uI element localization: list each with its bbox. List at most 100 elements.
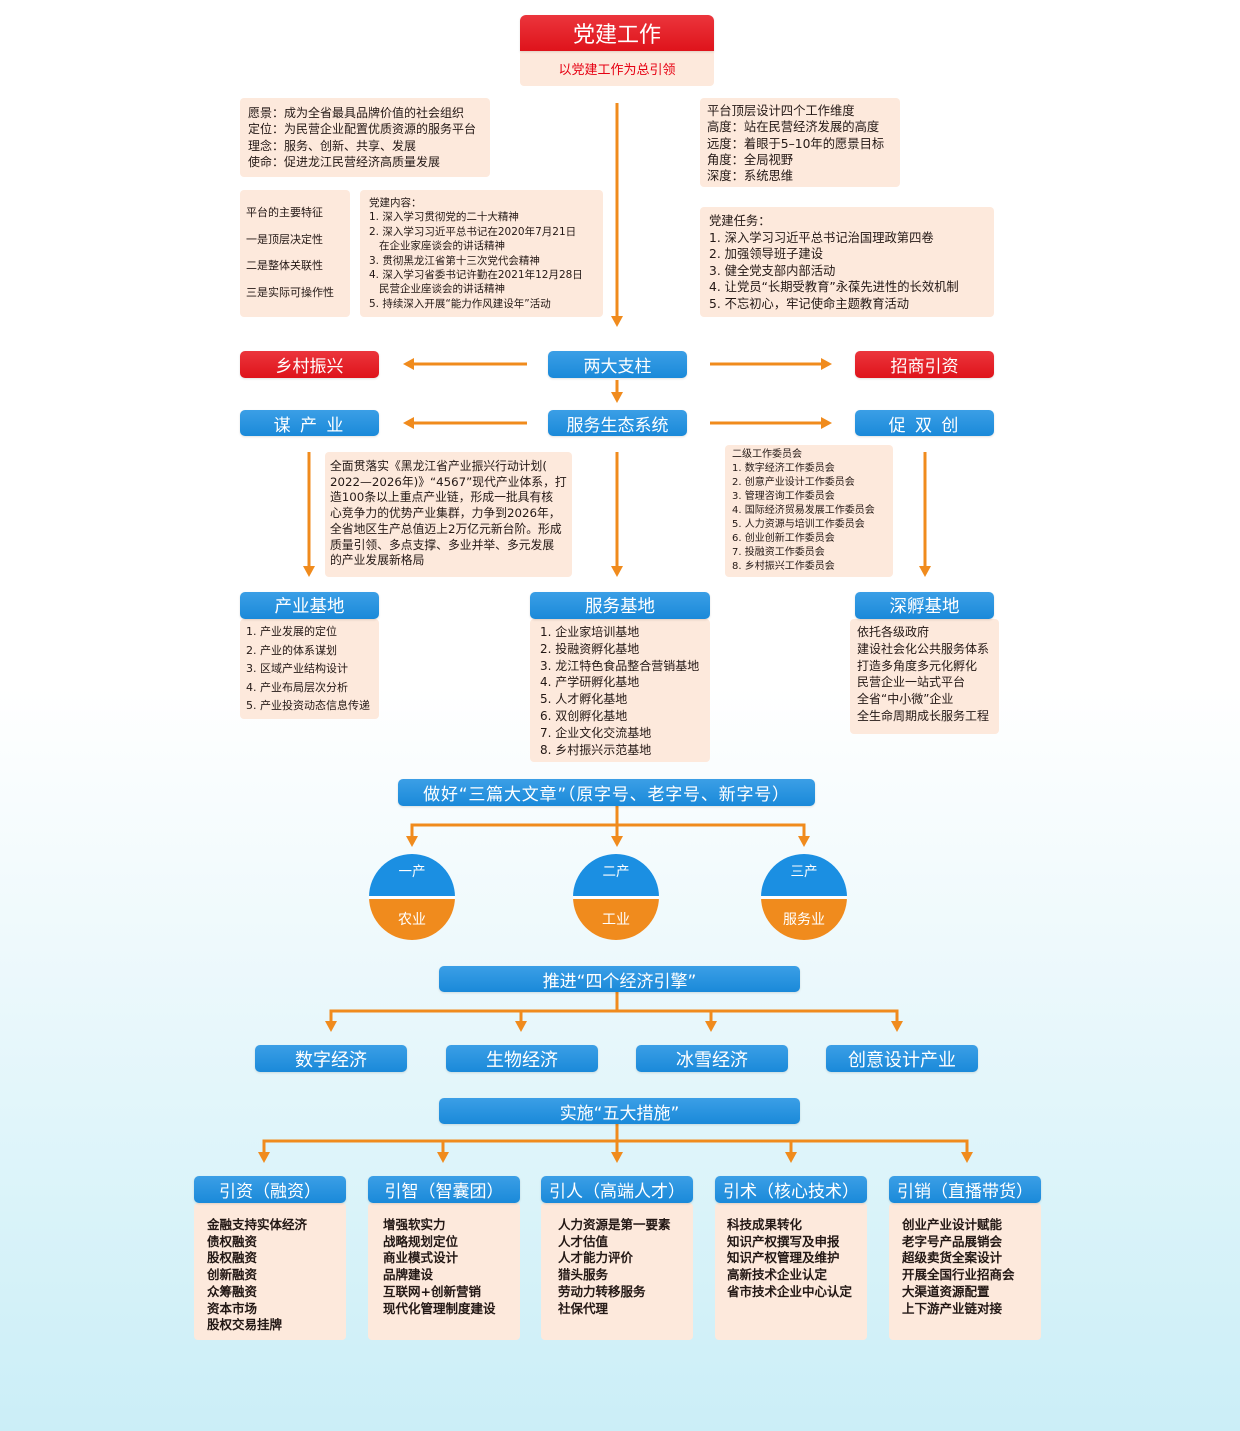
two-pillars-node: 两大支柱 [548,351,687,378]
measure-item: 高新技术企业认定 [727,1267,828,1283]
incubation-base-item: 依托各级政府 [857,625,930,639]
dimension-line: 平台顶层设计四个工作维度 [707,104,855,118]
party-content-line: 2. 深入学习习近平总书记在2020年7月21日 [369,225,577,238]
industry-plan-line: 全省地区生产总值迈上2万亿元新台阶。形成 [330,521,562,536]
committee-line: 4. 国际经济贸易发展工作委员会 [732,505,875,516]
measure-item: 劳动力转移服务 [558,1283,646,1299]
measure-item: 股权融资 [207,1250,258,1266]
measure-item: 人才估值 [558,1233,609,1249]
arrow-head [611,392,623,403]
party-content-line: 党建内容： [369,197,422,209]
incubation-base-item: 建设社会化公共服务体系 [857,641,990,656]
service-ecosystem-node: 服务生态系统 [548,410,687,436]
arrow-head [406,836,418,847]
arrow-head [258,1152,270,1163]
measure-item: 超级卖货全案设计 [902,1250,1003,1266]
measure-item: 知识产权管理及维护 [727,1250,840,1266]
sector-label: 三产 [790,864,818,880]
arrow-head [798,836,810,847]
arrow-head [303,566,315,577]
incubation-base-item: 全生命周期成长服务工程 [857,708,990,723]
service-base-item: 3. 龙江特色食品整合营销基地 [540,658,700,673]
trunk-connector [611,103,623,327]
party-task-line: 5. 不忘初心，牢记使命主题教育活动 [709,296,910,311]
dimension-line: 高度：站在民营经济发展的高度 [707,120,880,135]
measure-item: 人才能力评价 [558,1250,634,1266]
party-content-line: 3. 贯彻黑龙江省第十三次党代会精神 [369,254,540,267]
dimensions-box: 平台顶层设计四个工作维度高度：站在民营经济发展的高度远度：着眼于5–10年的愿景… [700,98,900,187]
measure-item: 创业产业设计赋能 [902,1217,1003,1232]
incubation-base-item: 打造多角度多元化孵化 [857,658,978,673]
three-articles-connectors [406,806,810,847]
measure-item: 品牌建设 [383,1267,434,1283]
measure-intelligence-header: 引智（智囊团） [368,1176,520,1203]
feature-line: 三是实际可操作性 [246,285,334,299]
arrow-head [891,1021,903,1032]
vision-box: 愿景：成为全省最具品牌价值的社会组织定位：为民营企业配置优质资源的服务平台理念：… [240,98,490,177]
engine-digital-economy: 数字经济 [255,1045,407,1072]
incubation-base-item: 全省“中小微”企业 [857,692,954,707]
committee-line: 二级工作委员会 [732,449,802,460]
engine-ice-snow-economy: 冰雪经济 [636,1045,788,1072]
industry-plan-line: 的产业发展新格局 [330,553,425,568]
sector-circle-top: 一产 [369,854,455,896]
measure-capital-header: 引资（融资） [194,1176,346,1203]
arrow-head [611,566,623,577]
measure-sales-header: 引销（直播带货） [889,1176,1041,1203]
committee-line: 7. 投融资工作委员会 [732,547,825,558]
service-base-item: 7. 企业文化交流基地 [540,725,652,740]
investment-attraction-node: 招商引资 [855,351,994,378]
party-task-line: 2. 加强领导班子建设 [709,247,824,262]
industry-base-item: 4. 产业布局层次分析 [246,680,348,694]
service-base-item: 8. 乡村振兴示范基地 [540,742,652,757]
measure-item: 上下游产业链对接 [902,1300,1003,1316]
party-task-line: 3. 健全党支部内部活动 [709,263,836,278]
five-measures-connectors [258,1124,973,1163]
industry-base-header: 产业基地 [240,592,379,619]
three-articles-header: 做好“三篇大文章”（原字号、老字号、新字号） [398,779,815,806]
committee-line: 3. 管理咨询工作委员会 [732,491,835,502]
vision-line: 理念：服务、创新、共享、发展 [248,138,417,153]
arrow-head [821,417,832,429]
party-task-line: 1. 深入学习习近平总书记治国理政第四卷 [709,230,934,245]
party-task-line: 党建任务： [709,214,771,228]
arrow-head [961,1152,973,1163]
sector-label: 二产 [602,864,630,880]
committee-line: 1. 数字经济工作委员会 [732,463,835,474]
arrow-head [403,358,414,370]
measure-item: 众筹融资 [207,1283,258,1299]
measure-item: 省市技术企业中心认定 [727,1283,853,1299]
industry-plan-box: 全面贯落实《黑龙江省产业振兴行动计划(2022—2026年)》“4567”现代产… [325,452,572,577]
five-measures-header: 实施“五大措施” [439,1098,800,1124]
incubation-base-header: 深孵基地 [855,592,994,619]
party-building-title: 党建工作 [520,15,714,51]
sector-circle-bottom: 工业 [573,899,659,940]
sector-circle-secondary: 二产 工业 [573,854,659,940]
arrow-head [785,1152,797,1163]
arrow-head [919,566,931,577]
party-task-line: 4. 让党员“长期受教育”永葆先进性的长效机制 [709,280,959,295]
dimension-line: 远度：着眼于5–10年的愿景目标 [707,136,885,151]
feature-line: 二是整体关联性 [246,259,323,272]
measure-sales-list: 创业产业设计赋能老字号产品展销会超级卖货全案设计开展全国行业招商会大渠道资源配置… [889,1203,1041,1340]
dimension-line: 深度：系统思维 [707,169,794,184]
incubation-base-list: 依托各级政府建设社会化公共服务体系打造多角度多元化孵化民营企业一站式平台全省“中… [850,619,999,734]
engine-creative-design: 创意设计产业 [826,1045,978,1072]
measure-item: 互联网+创新营销 [383,1283,481,1299]
service-base-item: 1. 企业家培训基地 [540,625,640,639]
service-base-item: 6. 双创孵化基地 [540,708,628,723]
sector-circle-primary: 一产 农业 [369,854,455,940]
measure-capital-list: 金融支持实体经济债权融资股权融资创新融资众筹融资资本市场股权交易挂牌 [194,1203,346,1340]
measure-item: 金融支持实体经济 [207,1217,308,1232]
four-engines-connectors [325,992,903,1032]
rural-revitalization-node: 乡村振兴 [240,351,379,378]
feature-line: 一是顶层决定性 [246,232,323,246]
measure-item: 增强软实力 [383,1217,446,1232]
sector-circle-top: 二产 [573,854,659,896]
measure-item: 债权融资 [207,1233,258,1249]
party-content-line: 5. 持续深入开展“能力作风建设年”活动 [369,297,551,310]
